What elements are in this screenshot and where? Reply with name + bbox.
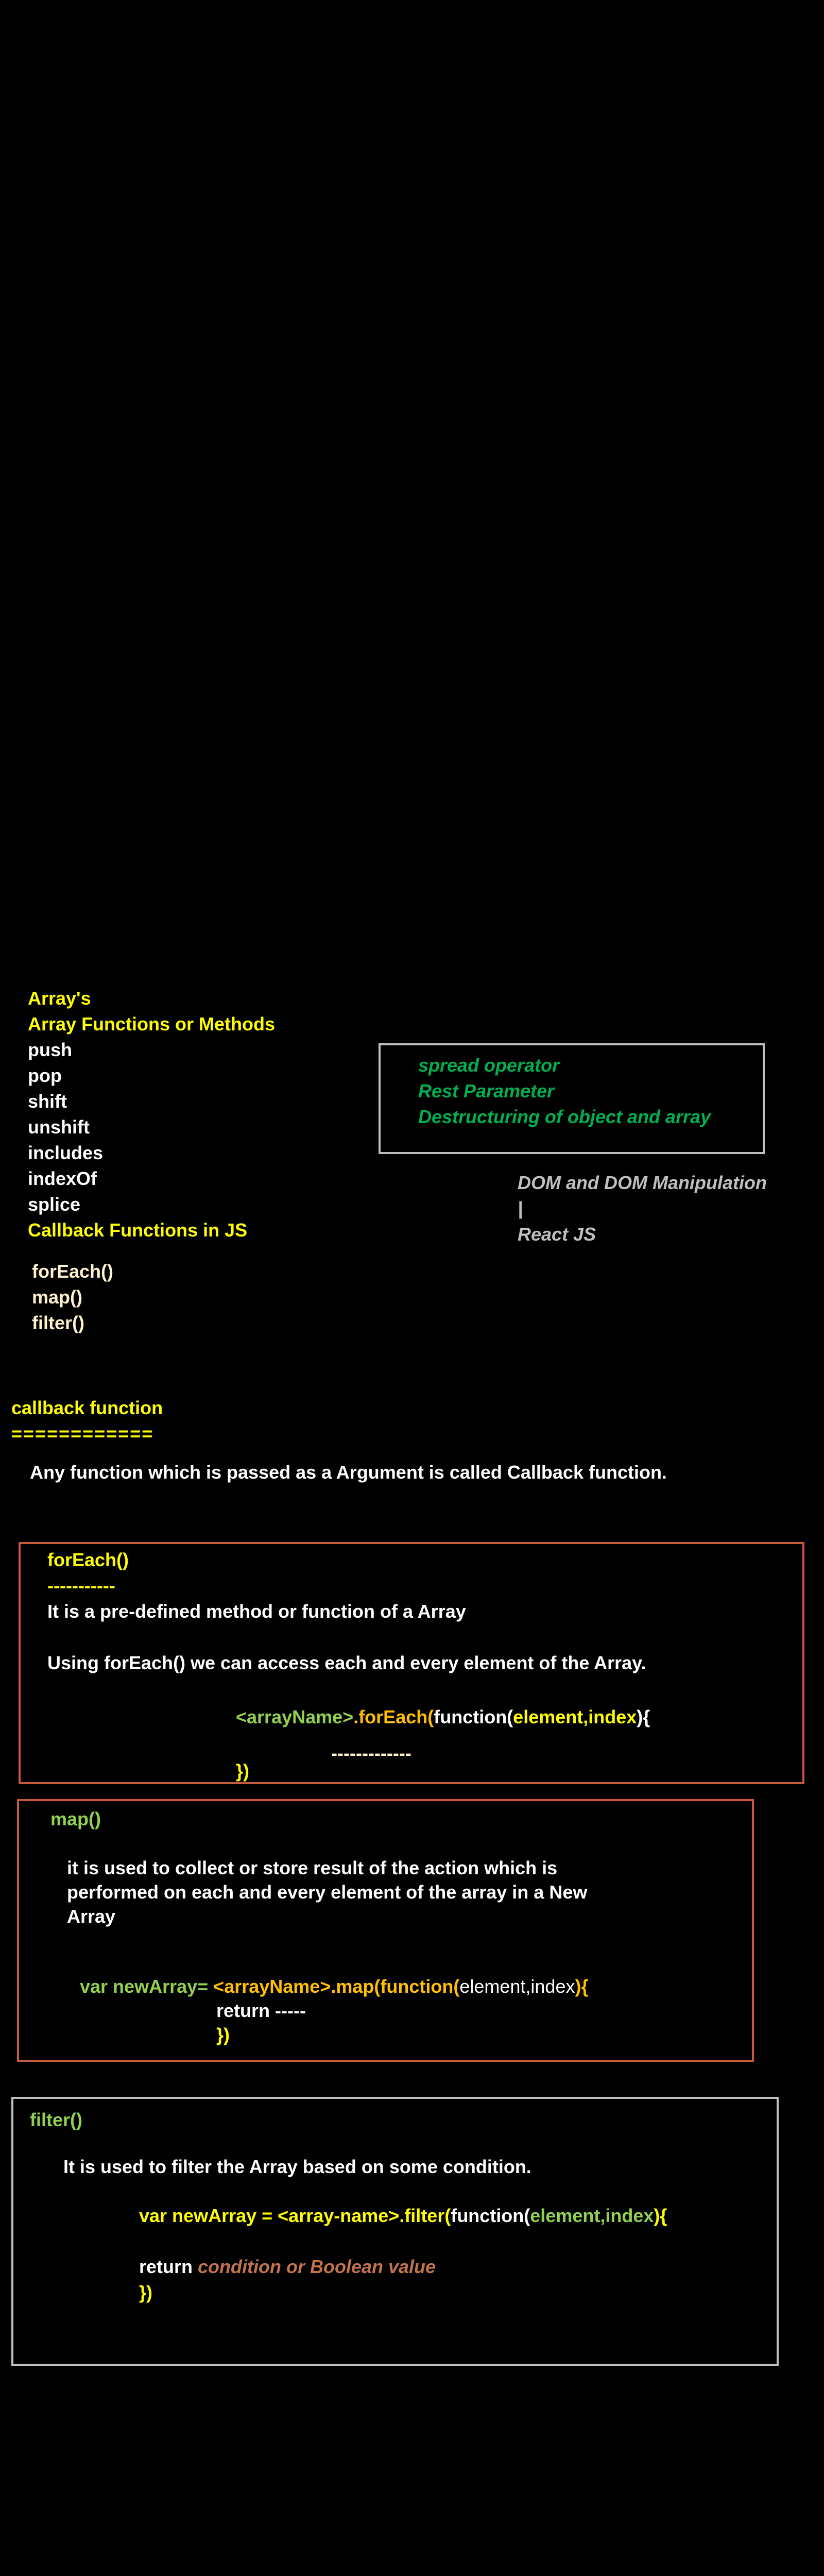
map-code-fn: function( (380, 1976, 460, 1997)
topic-heading-array-functions: Array Functions or Methods (28, 1013, 276, 1035)
map-code-close: }) (216, 2024, 230, 2045)
foreach-title: forEach() (47, 1549, 129, 1570)
callback-definition: Any function which is passed as a Argume… (30, 1462, 667, 1483)
map-desc-line3: Array (67, 1906, 116, 1927)
map-code-array: <arrayName>.map( (213, 1976, 381, 1997)
filter-box (11, 2097, 779, 2366)
upcoming-topics-box (379, 1043, 765, 1154)
map-box (17, 1799, 754, 2062)
future-topic-react: React JS (518, 1224, 596, 1245)
callback-underline: ============ (11, 1423, 154, 1444)
filter-code-close: }) (139, 2282, 152, 2303)
future-topic-dom: DOM and DOM Manipulation (518, 1172, 767, 1193)
foreach-code-array: <arrayName> (236, 1706, 354, 1727)
filter-code-line: var newArray = <array-name>.filter(funct… (139, 2207, 667, 2225)
future-topic-separator: | (518, 1198, 523, 1219)
foreach-code-params: element,index (513, 1706, 637, 1727)
method-item: indexOf (28, 1168, 97, 1189)
upcoming-item: Destructuring of object and array (418, 1106, 711, 1127)
foreach-code-fn: function( (434, 1706, 513, 1727)
upcoming-item: spread operator (418, 1055, 560, 1076)
foreach-line1: It is a pre-defined method or function o… (47, 1601, 466, 1622)
map-title: map() (50, 1808, 101, 1829)
topic-heading-callbacks: Callback Functions in JS (28, 1219, 248, 1241)
filter-code-condition: condition or Boolean value (198, 2256, 436, 2277)
filter-code-fn: function( (451, 2205, 530, 2226)
map-code-var: var newArray= (80, 1976, 209, 1997)
foreach-code-method: .forEach( (353, 1706, 434, 1727)
callback-item: filter() (32, 1312, 84, 1333)
foreach-code-end: ){ (637, 1706, 650, 1727)
callback-item: map() (32, 1286, 82, 1308)
filter-code-var: var newArray = <array-name>.filter( (139, 2205, 451, 2226)
upcoming-item: Rest Parameter (418, 1080, 555, 1101)
map-desc-line1: it is used to collect or store result of… (67, 1857, 558, 1878)
filter-code-end: ){ (654, 2205, 667, 2226)
map-code-line: var newArray= <arrayName>.map(function(e… (80, 1977, 588, 1996)
foreach-code-dashes: ------------- (331, 1742, 411, 1764)
method-item: push (28, 1039, 72, 1060)
foreach-code-close: }) (236, 1760, 249, 1782)
map-code-return: return ----- (216, 2000, 306, 2021)
foreach-box (19, 1542, 804, 1784)
filter-code-return: return (139, 2256, 193, 2277)
filter-desc: It is used to filter the Array based on … (63, 2156, 531, 2177)
filter-code-params: element,index (530, 2205, 654, 2226)
map-desc-line2: performed on each and every element of t… (67, 1882, 588, 1903)
map-code-end: ){ (575, 1976, 589, 1997)
method-item: shift (28, 1091, 67, 1112)
callback-item: forEach() (32, 1261, 114, 1282)
method-item: splice (28, 1194, 81, 1215)
callback-title: callback function (11, 1397, 163, 1418)
method-item: pop (28, 1065, 62, 1086)
map-code-params: element,index (459, 1976, 575, 1997)
foreach-dashes: ----------- (47, 1575, 115, 1596)
topic-heading-arrays: Array's (28, 988, 91, 1009)
method-item: includes (28, 1142, 104, 1163)
filter-code-return-line: return condition or Boolean value (139, 2258, 436, 2276)
foreach-line2: Using forEach() we can access each and e… (47, 1652, 646, 1673)
foreach-code-line: <arrayName>.forEach(function(element,ind… (236, 1708, 650, 1726)
method-item: unshift (28, 1116, 90, 1138)
filter-title: filter() (30, 2109, 82, 2130)
